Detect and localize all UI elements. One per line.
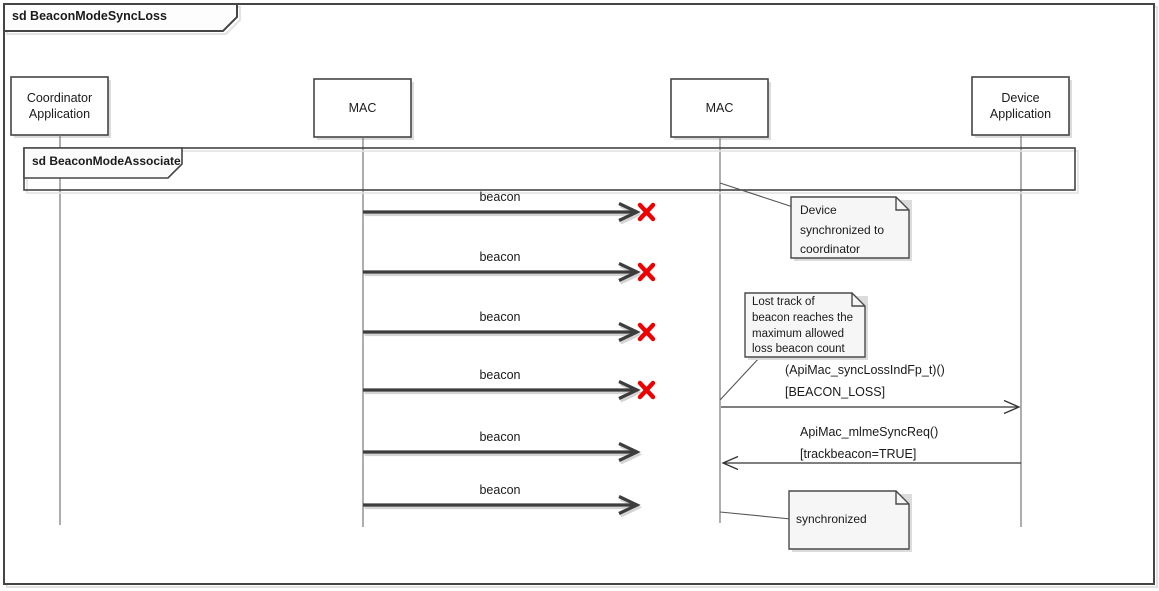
beacon-arrowhead-2: [618, 262, 641, 282]
notes: [744, 196, 912, 552]
beacon-arrow-shadows: [364, 204, 643, 518]
note-text-lost-track: Lost track of beacon reaches the maximum…: [752, 296, 854, 356]
call-arrows: [721, 399, 1021, 471]
note-text-device-synchronized: Device synchronized to coordinator: [800, 203, 885, 256]
beacon-message-label: beacon: [479, 368, 521, 382]
lifeline-head-mac-right: [670, 78, 769, 138]
message-lost-x-icon: [637, 262, 656, 282]
lifeline-head-mac-left: [313, 78, 412, 138]
beacon-arrow-lines: [363, 202, 641, 515]
nested-frame-label-tab: [23, 147, 183, 179]
beacon-arrowhead-6: [618, 495, 641, 515]
title-tab: [3, 3, 238, 32]
lifeline-label-coordinator-application: Coordinator Application: [26, 91, 93, 121]
note-anchor-line: [719, 511, 792, 520]
message-lost-x-icon: [637, 380, 656, 400]
note-lost-track: [744, 292, 866, 358]
note-fold-icon: [851, 293, 865, 307]
beacon-arrowhead-1: [618, 202, 641, 222]
call-label-sync-loss-ind: (ApiMac_syncLossIndFp_t)() [BEACON_LOSS]: [785, 363, 945, 399]
note-anchor-line: [719, 182, 794, 208]
nested-frame-title: sd BeaconModeAssociate: [32, 154, 181, 168]
note-fold-icon: [895, 197, 909, 211]
beacon-arrowhead-4: [618, 380, 641, 400]
lifeline-label-mac-left: MAC: [348, 101, 377, 115]
message-lost-x-icon: [637, 202, 656, 222]
lifeline-heads: [10, 76, 1072, 140]
note-fold-icon: [895, 491, 909, 505]
beacon-arrowhead-3: [618, 322, 641, 342]
lifeline-label-mac-right: MAC: [705, 101, 734, 115]
lifeline-head-device-application: [971, 76, 1070, 136]
beacon-message-label: beacon: [479, 483, 521, 497]
beacon-arrowhead-5: [618, 442, 641, 462]
note-synchronized: [788, 490, 910, 550]
lifeline-label-device-application: Device Application: [989, 91, 1052, 121]
mlme-sync-req-arrowhead: [721, 455, 739, 471]
beacon-arrows: [363, 202, 656, 518]
note-anchors: [719, 182, 794, 520]
sync-loss-ind-arrowhead: [1003, 399, 1021, 415]
note-text-synchronized: synchronized: [796, 512, 867, 527]
lost-x-icons: [637, 202, 656, 400]
diagram-title: sd BeaconModeSyncLoss: [12, 9, 167, 23]
outer-frame: [3, 3, 1155, 585]
beacon-message-label: beacon: [479, 310, 521, 324]
call-label-mlme-sync-req: ApiMac_mlmeSyncReq() [trackbeacon=TRUE]: [800, 425, 939, 461]
note-anchor-line: [719, 356, 761, 401]
message-lost-x-icon: [637, 322, 656, 342]
beacon-message-label: beacon: [479, 430, 521, 444]
note-device-synchronized: [790, 196, 910, 259]
beacon-message-label: beacon: [479, 250, 521, 264]
beacon-message-label: beacon: [479, 190, 521, 204]
